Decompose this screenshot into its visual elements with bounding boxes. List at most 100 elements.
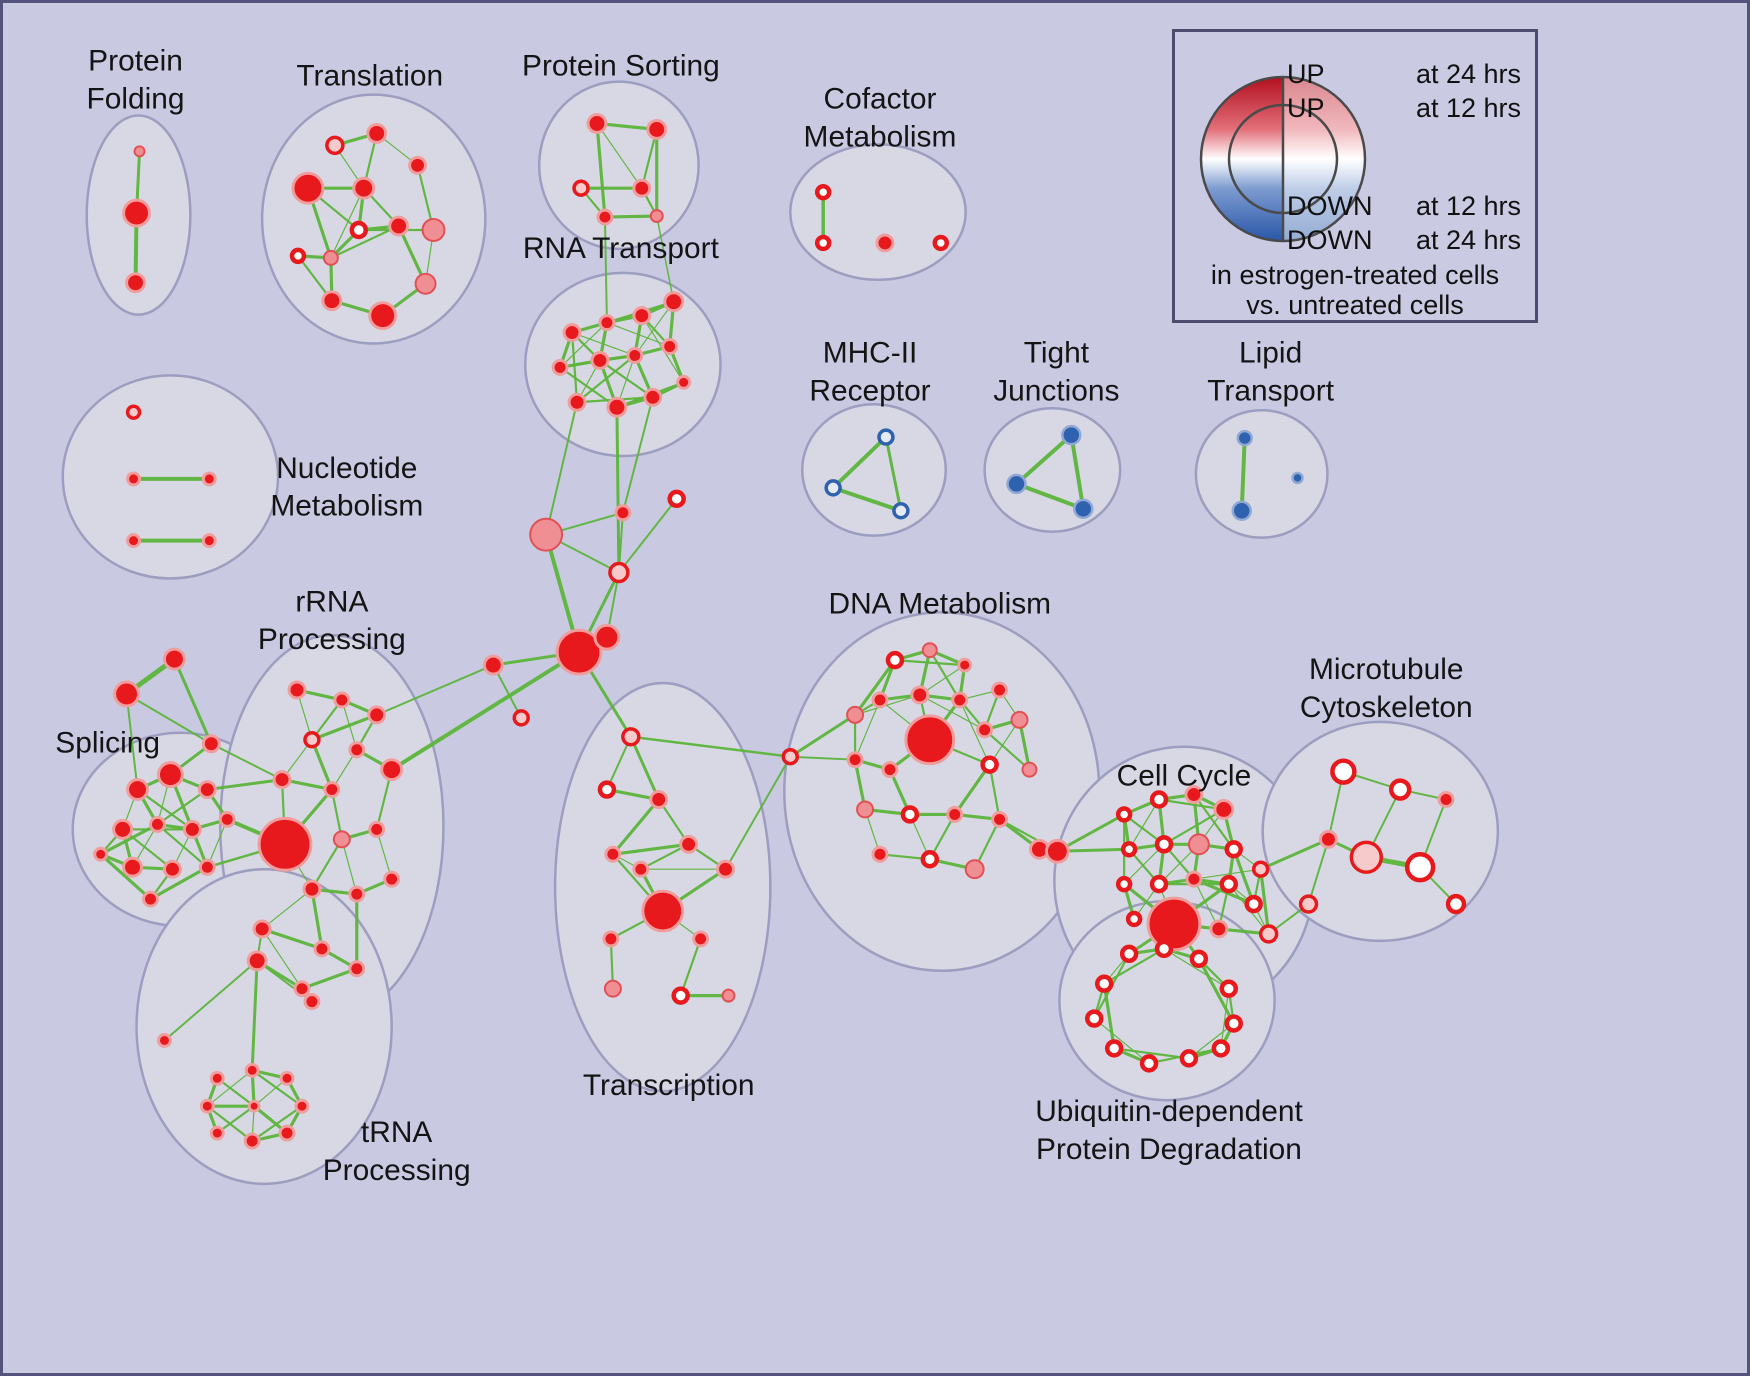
- node-red: [716, 859, 735, 879]
- legend-time: at 24 hrs: [1415, 225, 1521, 255]
- node-pink: [322, 249, 339, 266]
- cluster-label-mhc-ii-receptor: MHC-II: [823, 336, 918, 369]
- node-red: [586, 113, 608, 134]
- node-red: [303, 993, 321, 1011]
- node-red: [632, 860, 650, 878]
- edge: [1162, 808, 1225, 846]
- node-pinkring: [1251, 860, 1270, 878]
- node-ring: [1149, 790, 1169, 809]
- node-blue: [1073, 498, 1094, 519]
- node-red: [348, 960, 366, 978]
- cluster-label-dna-metabolism: DNA Metabolism: [828, 587, 1051, 620]
- node-red: [567, 392, 587, 412]
- node-ring: [1139, 1054, 1159, 1073]
- edge: [831, 485, 903, 513]
- node-ring: [1094, 974, 1114, 993]
- edge: [310, 738, 334, 792]
- edge: [125, 692, 139, 791]
- cluster-label-translation: Translation: [296, 60, 443, 93]
- edge: [1123, 843, 1165, 885]
- node-red: [366, 122, 388, 144]
- edge: [656, 215, 675, 303]
- edge: [559, 322, 608, 369]
- node-ring: [1085, 1009, 1104, 1028]
- node-red: [279, 1070, 295, 1086]
- node-ring: [1211, 1039, 1231, 1058]
- nodes: [93, 113, 1467, 1150]
- legend-caption-line2: vs. untreated cells: [1246, 290, 1464, 320]
- cluster-label-protein-folding: Protein: [88, 45, 183, 78]
- node-red: [1437, 791, 1455, 808]
- node-red: [957, 657, 973, 673]
- node-ring: [980, 755, 999, 774]
- cluster-ellipse-transcription: [553, 681, 772, 1093]
- legend-time: at 12 hrs: [1415, 191, 1521, 221]
- node-blue: [1236, 429, 1253, 447]
- edge: [1259, 867, 1271, 936]
- node-red: [323, 781, 341, 799]
- node-pink: [649, 209, 664, 224]
- edge: [928, 649, 961, 702]
- edge: [216, 1077, 256, 1108]
- node-red: [367, 705, 387, 725]
- node-pinkring: [303, 731, 321, 749]
- node-red: [247, 1099, 261, 1113]
- legend-row-up-24: UP at 24 hrs: [1287, 59, 1521, 89]
- node-red: [198, 858, 216, 876]
- edge: [156, 788, 209, 826]
- node-red: [643, 387, 663, 407]
- node-red: [846, 751, 864, 769]
- node-red: [113, 680, 141, 708]
- edge: [375, 664, 495, 716]
- node-red: [679, 834, 699, 854]
- edge: [99, 822, 160, 856]
- node-ring: [289, 247, 307, 265]
- node-pinkring: [1258, 924, 1279, 944]
- node-red: [93, 846, 109, 862]
- cluster-ellipse-dna-metabolism: [783, 611, 1101, 973]
- node-ring: [1179, 1049, 1199, 1068]
- node-red: [598, 314, 616, 332]
- edge: [1197, 957, 1236, 1026]
- cluster-label-rna-transport: RNA Transport: [523, 232, 720, 265]
- edge: [1128, 798, 1160, 850]
- node-red: [593, 623, 621, 651]
- node-pinkring: [1298, 894, 1319, 914]
- node-pink: [529, 517, 564, 552]
- edge: [1239, 436, 1247, 513]
- cluster-label-ubiquitin-degradation: Ubiquitin-dependent: [1035, 1095, 1303, 1128]
- edge: [1093, 1017, 1150, 1064]
- node-red: [156, 1032, 172, 1048]
- edge: [575, 354, 636, 404]
- node-red: [209, 1070, 225, 1086]
- node-red: [551, 358, 569, 376]
- edge: [1157, 798, 1225, 811]
- edge: [172, 657, 213, 746]
- edge: [884, 435, 903, 513]
- legend-updown-glyph: [1199, 75, 1367, 243]
- node-ring: [814, 234, 832, 252]
- node-red: [910, 685, 930, 705]
- cluster-label-nucleotide-metabolism: Nucleotide: [276, 452, 417, 485]
- legend: UP at 24 hrs UP at 12 hrs DOWN at 12 hrs…: [1172, 29, 1538, 323]
- node-red: [182, 819, 202, 839]
- node-bluering: [892, 502, 910, 520]
- edge: [261, 888, 313, 930]
- edge: [603, 214, 659, 219]
- node-red: [649, 790, 669, 809]
- node-pink: [603, 979, 622, 998]
- node-red: [614, 504, 632, 522]
- node-red: [126, 471, 142, 487]
- node-red: [1185, 870, 1203, 888]
- cluster-label-transcription: Transcription: [583, 1069, 755, 1102]
- edge: [545, 401, 579, 536]
- edge: [341, 838, 358, 895]
- cluster-label-microtubule-cytoskeleton: Microtubule: [1309, 653, 1464, 686]
- node-red: [352, 176, 376, 200]
- node-ring: [814, 183, 832, 201]
- node-red: [388, 215, 410, 237]
- node-red: [875, 233, 895, 253]
- node-red: [904, 714, 956, 766]
